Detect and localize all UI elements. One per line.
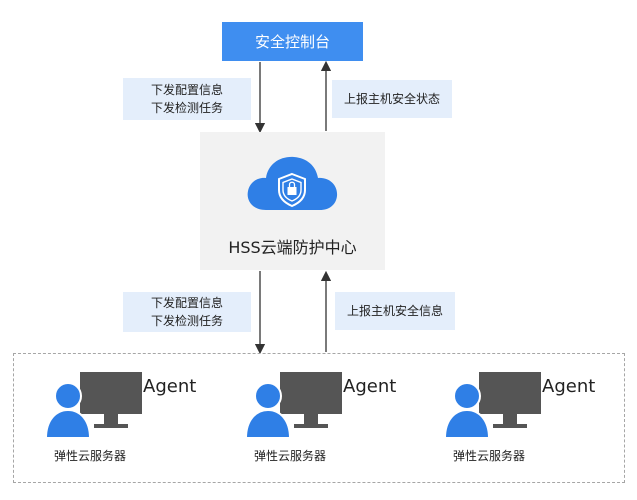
server-1: Agent 弹性云服务器 [28,354,218,484]
downlink-bottom-line2: 下发检测任务 [150,314,223,328]
cloud-servers-group: Agent 弹性云服务器 Agent 弹性云服务器 Agent 弹性云服务器 [13,353,625,483]
downlink-label-top: 下发配置信息 下发检测任务 [123,78,251,120]
user-monitor-icon [246,372,342,439]
server-label: 弹性云服务器 [254,449,327,463]
uplink-label-top: 上报主机安全状态 [332,80,452,118]
downlink-top-line1: 下发配置信息 [150,83,223,97]
hss-center-box: HSS云端防护中心 [200,132,385,270]
server-3: Agent 弹性云服务器 [427,354,617,484]
hss-center-title: HSS云端防护中心 [228,238,357,257]
server-label: 弹性云服务器 [54,449,127,463]
uplink-bottom-text: 上报主机安全信息 [346,304,443,318]
downlink-bottom-line1: 下发配置信息 [150,296,223,310]
uplink-top-text: 上报主机安全状态 [343,92,440,106]
downlink-top-line2: 下发检测任务 [150,101,223,115]
downlink-label-bottom: 下发配置信息 下发检测任务 [123,292,251,332]
user-monitor-icon [46,372,142,439]
agent-label: Agent [542,376,596,397]
server-label: 弹性云服务器 [453,449,526,463]
user-monitor-icon [445,372,541,439]
shield-cloud-icon [247,156,338,210]
server-2: Agent 弹性云服务器 [228,354,418,484]
security-console-box: 安全控制台 [222,22,363,61]
agent-label: Agent [143,376,197,397]
security-console-label: 安全控制台 [254,33,330,51]
agent-label: Agent [343,376,397,397]
uplink-label-bottom: 上报主机安全信息 [335,292,455,330]
